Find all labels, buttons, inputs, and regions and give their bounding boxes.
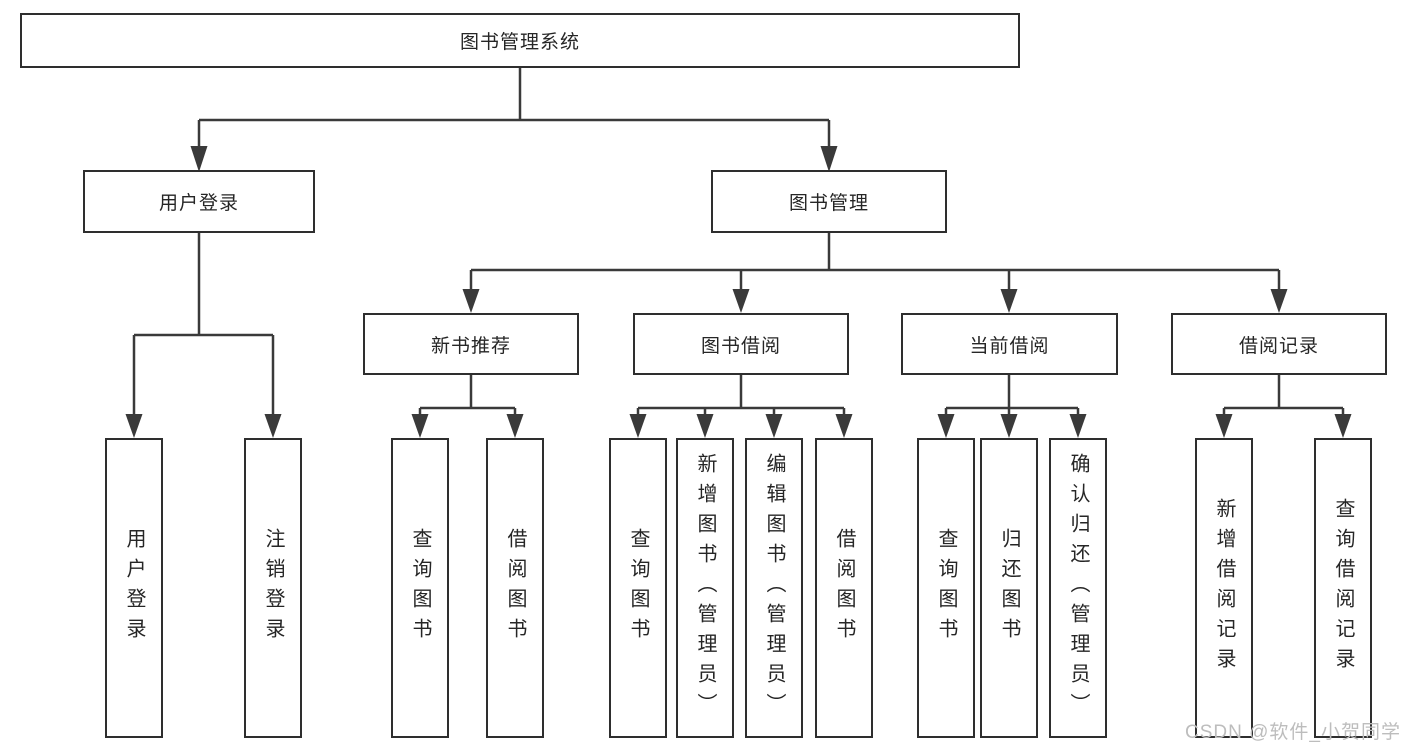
- node-user-login: 用户登录: [83, 170, 315, 233]
- node-new-book-recommend: 新书推荐: [363, 313, 579, 375]
- leaf-logout-label: 注销登录: [262, 528, 284, 648]
- node-book-borrow: 图书借阅: [633, 313, 849, 375]
- leaf-add-book-admin: 新增图书（管理员）: [676, 438, 734, 738]
- leaf-query-borrow-record-label: 查询借阅记录: [1332, 498, 1354, 678]
- leaf-borrow-book-recommend-label: 借阅图书: [504, 528, 526, 648]
- node-borrow-record: 借阅记录: [1171, 313, 1387, 375]
- leaf-borrow-book: 借阅图书: [815, 438, 873, 738]
- node-book-management-label: 图书管理: [788, 193, 869, 214]
- leaf-query-book-recommend: 查询图书: [391, 438, 449, 738]
- leaf-add-borrow-record-label: 新增借阅记录: [1213, 498, 1235, 678]
- node-root-label: 图书管理系统: [459, 32, 580, 53]
- leaf-query-book-recommend-label: 查询图书: [409, 528, 431, 648]
- node-borrow-record-label: 借阅记录: [1238, 335, 1319, 357]
- node-book-borrow-label: 图书借阅: [700, 335, 781, 357]
- node-book-management: 图书管理: [711, 170, 947, 233]
- leaf-query-borrow-record: 查询借阅记录: [1314, 438, 1372, 738]
- leaf-borrow-book-recommend: 借阅图书: [486, 438, 544, 738]
- leaf-borrow-book-label: 借阅图书: [833, 528, 855, 648]
- leaf-user-login-label: 用户登录: [123, 528, 145, 648]
- arrowheads: [125, 146, 1352, 438]
- node-current-borrow: 当前借阅: [901, 313, 1118, 375]
- node-current-borrow-label: 当前借阅: [969, 335, 1050, 357]
- node-root: 图书管理系统: [20, 13, 1020, 68]
- watermark: CSDN @软件_小贺同学: [1185, 722, 1401, 743]
- leaf-edit-book-admin: 编辑图书（管理员）: [745, 438, 803, 738]
- leaf-add-borrow-record: 新增借阅记录: [1195, 438, 1253, 738]
- leaf-user-login: 用户登录: [105, 438, 163, 738]
- leaf-query-book-borrow: 查询图书: [609, 438, 667, 738]
- leaf-return-book-label: 归还图书: [998, 528, 1020, 648]
- leaf-confirm-return-admin-label: 确认归还（管理员）: [1067, 453, 1089, 723]
- leaf-return-book: 归还图书: [980, 438, 1038, 738]
- leaf-logout: 注销登录: [244, 438, 302, 738]
- node-new-book-recommend-label: 新书推荐: [430, 335, 511, 357]
- leaf-query-book-current-label: 查询图书: [935, 528, 957, 648]
- leaf-query-book-borrow-label: 查询图书: [627, 528, 649, 648]
- leaf-query-book-current: 查询图书: [917, 438, 975, 738]
- leaf-add-book-admin-label: 新增图书（管理员）: [694, 453, 716, 723]
- node-user-login-label: 用户登录: [158, 193, 239, 214]
- leaf-confirm-return-admin: 确认归还（管理员）: [1049, 438, 1107, 738]
- leaf-edit-book-admin-label: 编辑图书（管理员）: [763, 453, 785, 723]
